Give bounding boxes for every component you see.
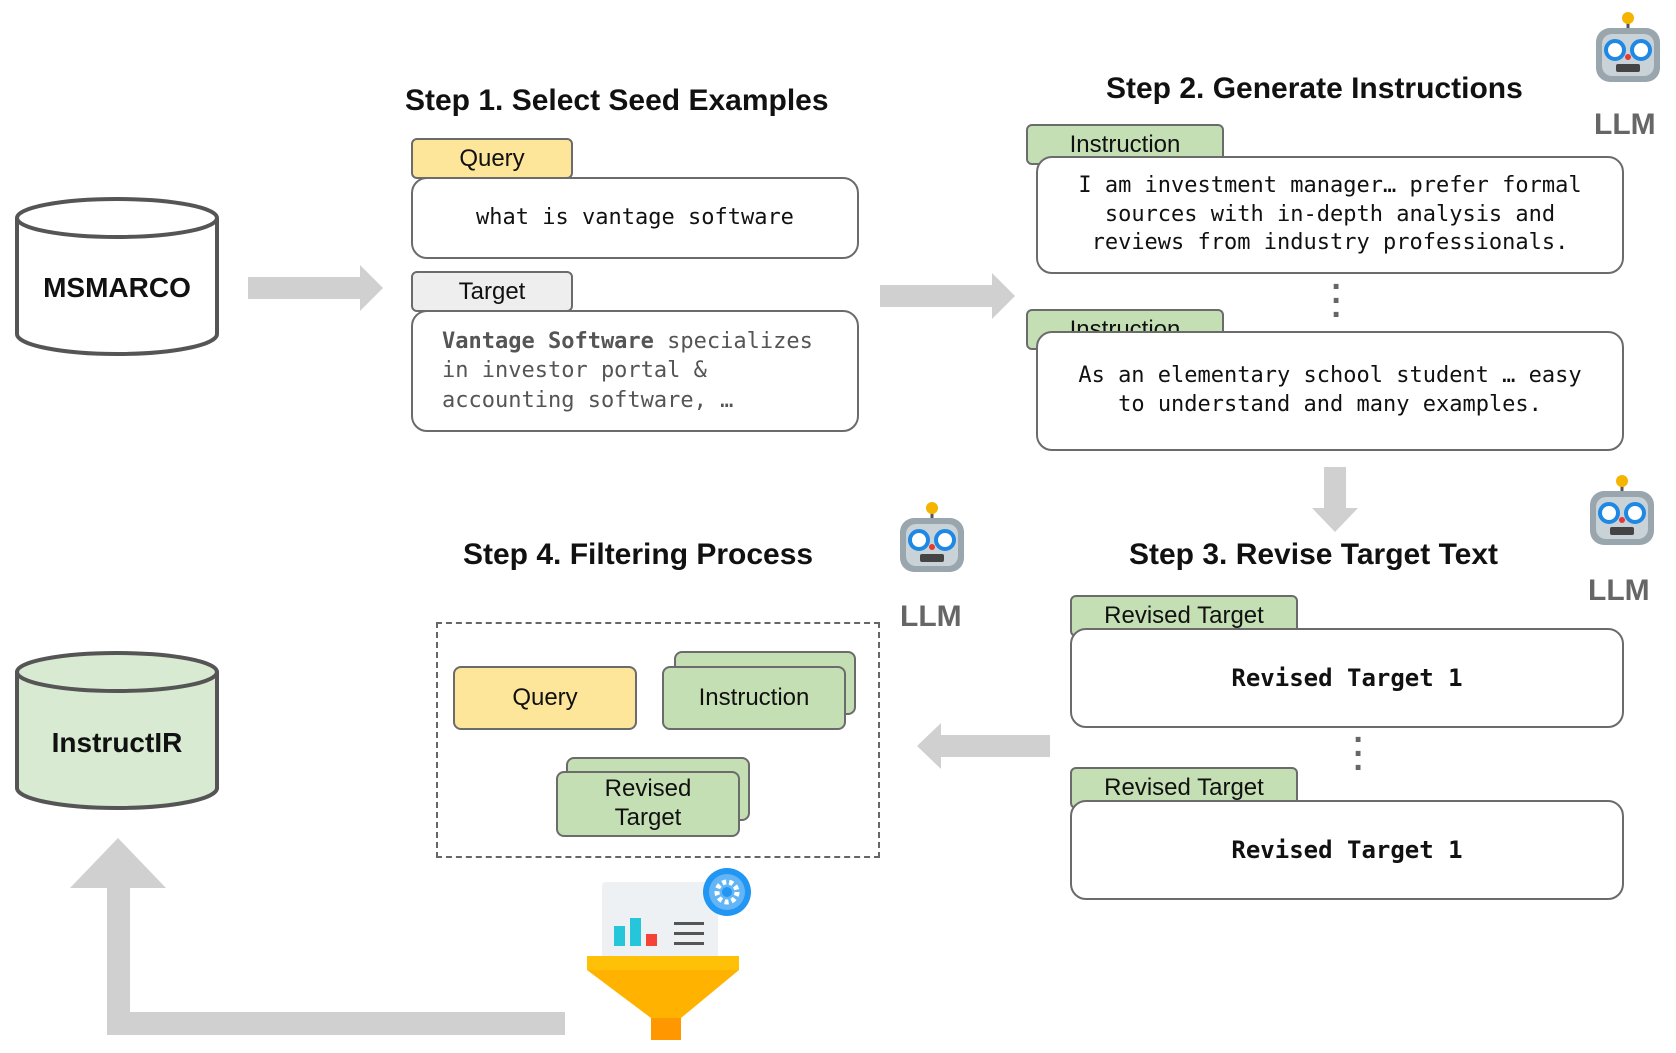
arrow-filter-to-instructir bbox=[70, 838, 565, 1035]
instructir-database-icon bbox=[15, 651, 219, 810]
step3-title: Step 3. Revise Target Text bbox=[1129, 538, 1499, 571]
arrow-step2-to-step3 bbox=[1312, 467, 1358, 532]
filter-funnel-icon bbox=[587, 868, 751, 1040]
step2-title: Step 2. Generate Instructions bbox=[1106, 72, 1523, 105]
step2-instruction-box-2: As an elementary school student … easy t… bbox=[1036, 331, 1624, 451]
step3-revised-box-1: Revised Target 1 bbox=[1070, 628, 1624, 728]
step4-title: Step 4. Filtering Process bbox=[463, 538, 814, 571]
step1-target-tag: Target bbox=[411, 271, 573, 312]
step1-title: Step 1. Select Seed Examples bbox=[405, 84, 829, 117]
vertical-ellipsis: ··· bbox=[1353, 721, 1365, 787]
step2-instruction-text-2: As an elementary school student … easy t… bbox=[1078, 363, 1582, 417]
step1-query-box: what is vantage software bbox=[411, 177, 859, 259]
step3-llm-label: LLM bbox=[1588, 574, 1650, 607]
step3-revised-text-1: Revised Target 1 bbox=[1231, 664, 1463, 692]
step4-llm-label: LLM bbox=[900, 600, 962, 633]
step1-target-box: Vantage Software specializes in investor… bbox=[411, 310, 859, 432]
step3-revised-text-2: Revised Target 1 bbox=[1231, 836, 1463, 864]
vertical-ellipsis: ··· bbox=[1331, 268, 1343, 334]
msmarco-database-icon bbox=[15, 197, 219, 356]
arrow-step3-to-step4 bbox=[917, 723, 1050, 769]
arrow-step1-to-step2 bbox=[880, 273, 1015, 319]
step4-revised-card: Revised Target bbox=[556, 771, 740, 837]
step3-revised-box-2: Revised Target 1 bbox=[1070, 800, 1624, 900]
step1-query-tag: Query bbox=[411, 138, 573, 179]
bar-chart-icon bbox=[614, 918, 657, 946]
step1-target-rest: specializes in investor portal & account… bbox=[442, 329, 813, 413]
step2-instruction-box-1: I am investment manager… prefer formal s… bbox=[1036, 156, 1624, 274]
step1-target-bold: Vantage Software bbox=[442, 329, 654, 355]
msmarco-label: MSMARCO bbox=[43, 272, 191, 303]
robot-icon bbox=[1596, 12, 1660, 82]
step2-llm-label: LLM bbox=[1594, 108, 1656, 141]
filter-container bbox=[436, 622, 880, 858]
step4-query-card: Query bbox=[453, 666, 637, 730]
step2-instruction-text-1: I am investment manager… prefer formal s… bbox=[1078, 173, 1582, 256]
robot-icon bbox=[900, 502, 964, 572]
gear-icon bbox=[703, 868, 751, 916]
report-sheet-icon bbox=[602, 882, 718, 978]
step4-instruction-card: Instruction bbox=[662, 666, 846, 730]
robot-icon bbox=[1590, 475, 1654, 545]
step1-target-text: Vantage Software specializes in investor… bbox=[442, 327, 833, 414]
step1-query-text: what is vantage software bbox=[476, 204, 794, 230]
arrow-msmarco-to-step1 bbox=[248, 265, 383, 311]
instructir-label: InstructIR bbox=[51, 727, 183, 758]
